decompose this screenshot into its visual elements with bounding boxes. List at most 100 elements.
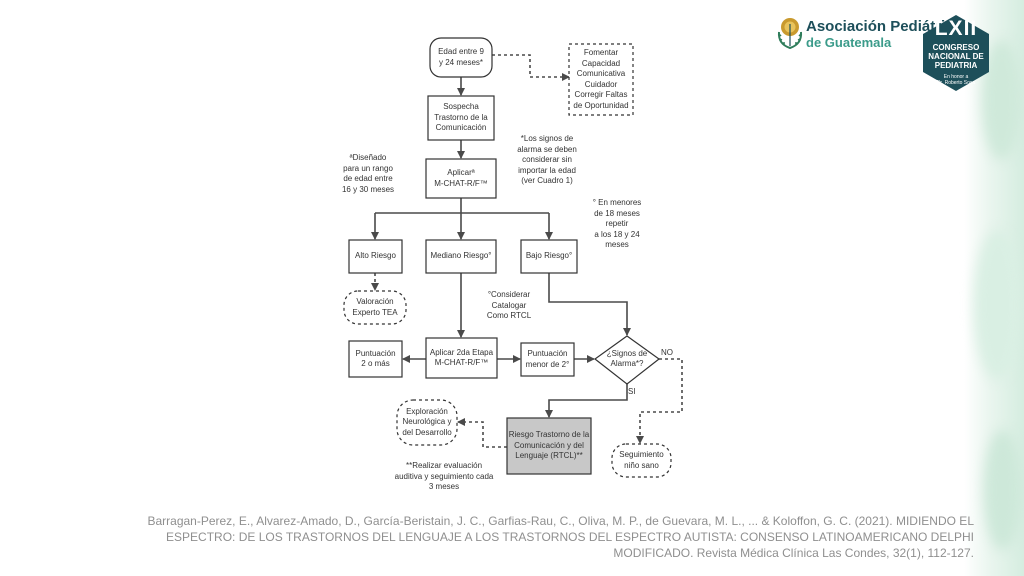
note-disenado: ªDiseñado para un rango de edad entre 16… bbox=[330, 153, 406, 195]
edge-signos-si-riesgo bbox=[545, 384, 628, 418]
note-line: ªDiseñado bbox=[349, 153, 387, 162]
note-line: 16 y 30 meses bbox=[341, 184, 395, 194]
watercolor-blob bbox=[984, 430, 1022, 550]
edge-riesgo-exploracion bbox=[457, 418, 507, 448]
node-puntuacion2 bbox=[348, 340, 403, 378]
citation-line: Barragan-Perez, E., Alvarez-Amado, D., G… bbox=[147, 514, 974, 528]
node-fomentar bbox=[568, 43, 634, 116]
node-exploracion bbox=[396, 399, 458, 446]
note-realizar: **Realizar evaluación auditiva y seguimi… bbox=[388, 461, 500, 493]
node-bajo bbox=[520, 239, 578, 274]
node-mediano bbox=[425, 239, 497, 274]
note-line: **Realizar evaluación bbox=[405, 461, 483, 470]
label-line: Lenguaje (RTCL)** bbox=[515, 451, 583, 461]
node-alto bbox=[348, 239, 403, 274]
note-line: Como RTCL bbox=[486, 311, 532, 320]
label-line: Aplicarª bbox=[447, 168, 475, 177]
note-considerar: °Considerar Catalogar Como RTCL bbox=[478, 290, 540, 322]
note-line: Catalogar bbox=[491, 300, 527, 310]
label-line: Aplicar 2da Etapa bbox=[429, 347, 494, 357]
label-line: Fomentar bbox=[583, 48, 619, 57]
note-line: alarma se deben bbox=[517, 144, 577, 154]
node-signos bbox=[593, 335, 661, 385]
citation-line: MODIFICADO. Revista Médica Clínica Las C… bbox=[613, 546, 974, 560]
label-line: Comunicativa bbox=[576, 69, 626, 78]
label-line: Edad entre 9 bbox=[438, 47, 484, 56]
citation-line: ESPECTRO: DE LOS TRASTORNOS DEL LENGUAJE… bbox=[166, 530, 974, 544]
caduceus-icon bbox=[777, 18, 803, 50]
edge-edad-fomentar bbox=[492, 54, 570, 81]
org-name-country: de Guatemala bbox=[806, 35, 892, 50]
node-fomentar-label: Fomentar Capacidad Comunicativa Cuidador… bbox=[569, 44, 633, 115]
org-name: Asociación Pediátrica bbox=[806, 18, 962, 35]
label-line: Cuidador bbox=[584, 79, 618, 89]
badge-subtitle: CONGRESO NACIONAL DE PEDIATRIA bbox=[921, 43, 991, 70]
edge-signos-no-seguimiento bbox=[636, 358, 683, 444]
header-logos: Asociación Pediátrica de Guatemala LXII … bbox=[772, 14, 1012, 94]
label-line: Valoración bbox=[356, 297, 394, 306]
label-line: Exploración bbox=[406, 406, 448, 416]
note-line: a los 18 y 24 bbox=[594, 229, 640, 239]
node-aplicar bbox=[425, 158, 497, 199]
label-line: Experto TEA bbox=[352, 307, 398, 317]
label-line: Riesgo Trastorno de la bbox=[508, 430, 590, 440]
node-alto-label: Alto Riesgo bbox=[355, 251, 396, 261]
edge-label-no: NO bbox=[661, 348, 673, 357]
citation: Barragan-Perez, E., Alvarez-Amado, D., G… bbox=[90, 513, 974, 561]
note-line: para un rango bbox=[343, 163, 393, 173]
note-line: de edad entre bbox=[343, 174, 393, 183]
label-line: M-CHAT-R/F™ bbox=[434, 178, 488, 188]
note-line: (ver Cuadro 1) bbox=[521, 176, 573, 185]
label-line: de Oportunidad bbox=[573, 100, 629, 110]
node-mediano-label: Mediano Riesgo° bbox=[430, 251, 492, 261]
node-riesgo bbox=[506, 417, 592, 475]
note-line: auditiva y seguimiento cada bbox=[394, 471, 494, 481]
note-line: importar la edad bbox=[518, 165, 576, 175]
node-valoracion bbox=[343, 290, 407, 325]
note-line: *Los signos de bbox=[520, 134, 574, 143]
label-line: Puntuación bbox=[355, 348, 396, 358]
note-line: considerar sin bbox=[522, 155, 572, 164]
label-line: Alarma*? bbox=[610, 359, 644, 368]
label-line: M-CHAT-R/F™ bbox=[434, 358, 489, 367]
badge-honor-line: En honor a bbox=[943, 74, 969, 80]
note-menores: ° En menores de 18 meses repetir a los 1… bbox=[584, 198, 650, 251]
label-line: ¿Signos de bbox=[606, 348, 648, 358]
note-line: 3 meses bbox=[428, 482, 460, 491]
label-line: Corregir Faltas bbox=[574, 90, 628, 99]
label-line: Seguimiento bbox=[619, 450, 664, 459]
node-bajo-label: Bajo Riesgo° bbox=[525, 251, 573, 261]
note-line: meses bbox=[605, 240, 629, 249]
badge-honor: En honor a Dr. Roberto Sosa bbox=[921, 74, 991, 86]
badge-line: CONGRESO bbox=[932, 43, 980, 52]
watercolor-decoration bbox=[964, 0, 1024, 576]
node-puntuacionmenor bbox=[520, 342, 575, 377]
badge-title: LXII bbox=[934, 17, 978, 40]
node-aplicar2 bbox=[425, 337, 498, 379]
node-seguimiento bbox=[611, 443, 672, 478]
note-line: ° En menores bbox=[592, 198, 642, 207]
note-line: de 18 meses bbox=[594, 208, 640, 218]
node-edad bbox=[429, 37, 493, 78]
label-line: menor de 2° bbox=[525, 359, 570, 369]
label-line: Trastorno de la bbox=[434, 112, 488, 122]
congress-badge-icon bbox=[923, 15, 989, 91]
label-line: niño sano bbox=[624, 460, 659, 470]
label-line: Neurológica y bbox=[402, 417, 452, 427]
edge-label-si: SI bbox=[628, 387, 636, 396]
label-line: Sospecha bbox=[443, 102, 479, 112]
note-line: repetir bbox=[605, 219, 629, 228]
label-line: Capacidad bbox=[581, 58, 621, 68]
badge-line: PEDIATRIA bbox=[934, 61, 978, 70]
